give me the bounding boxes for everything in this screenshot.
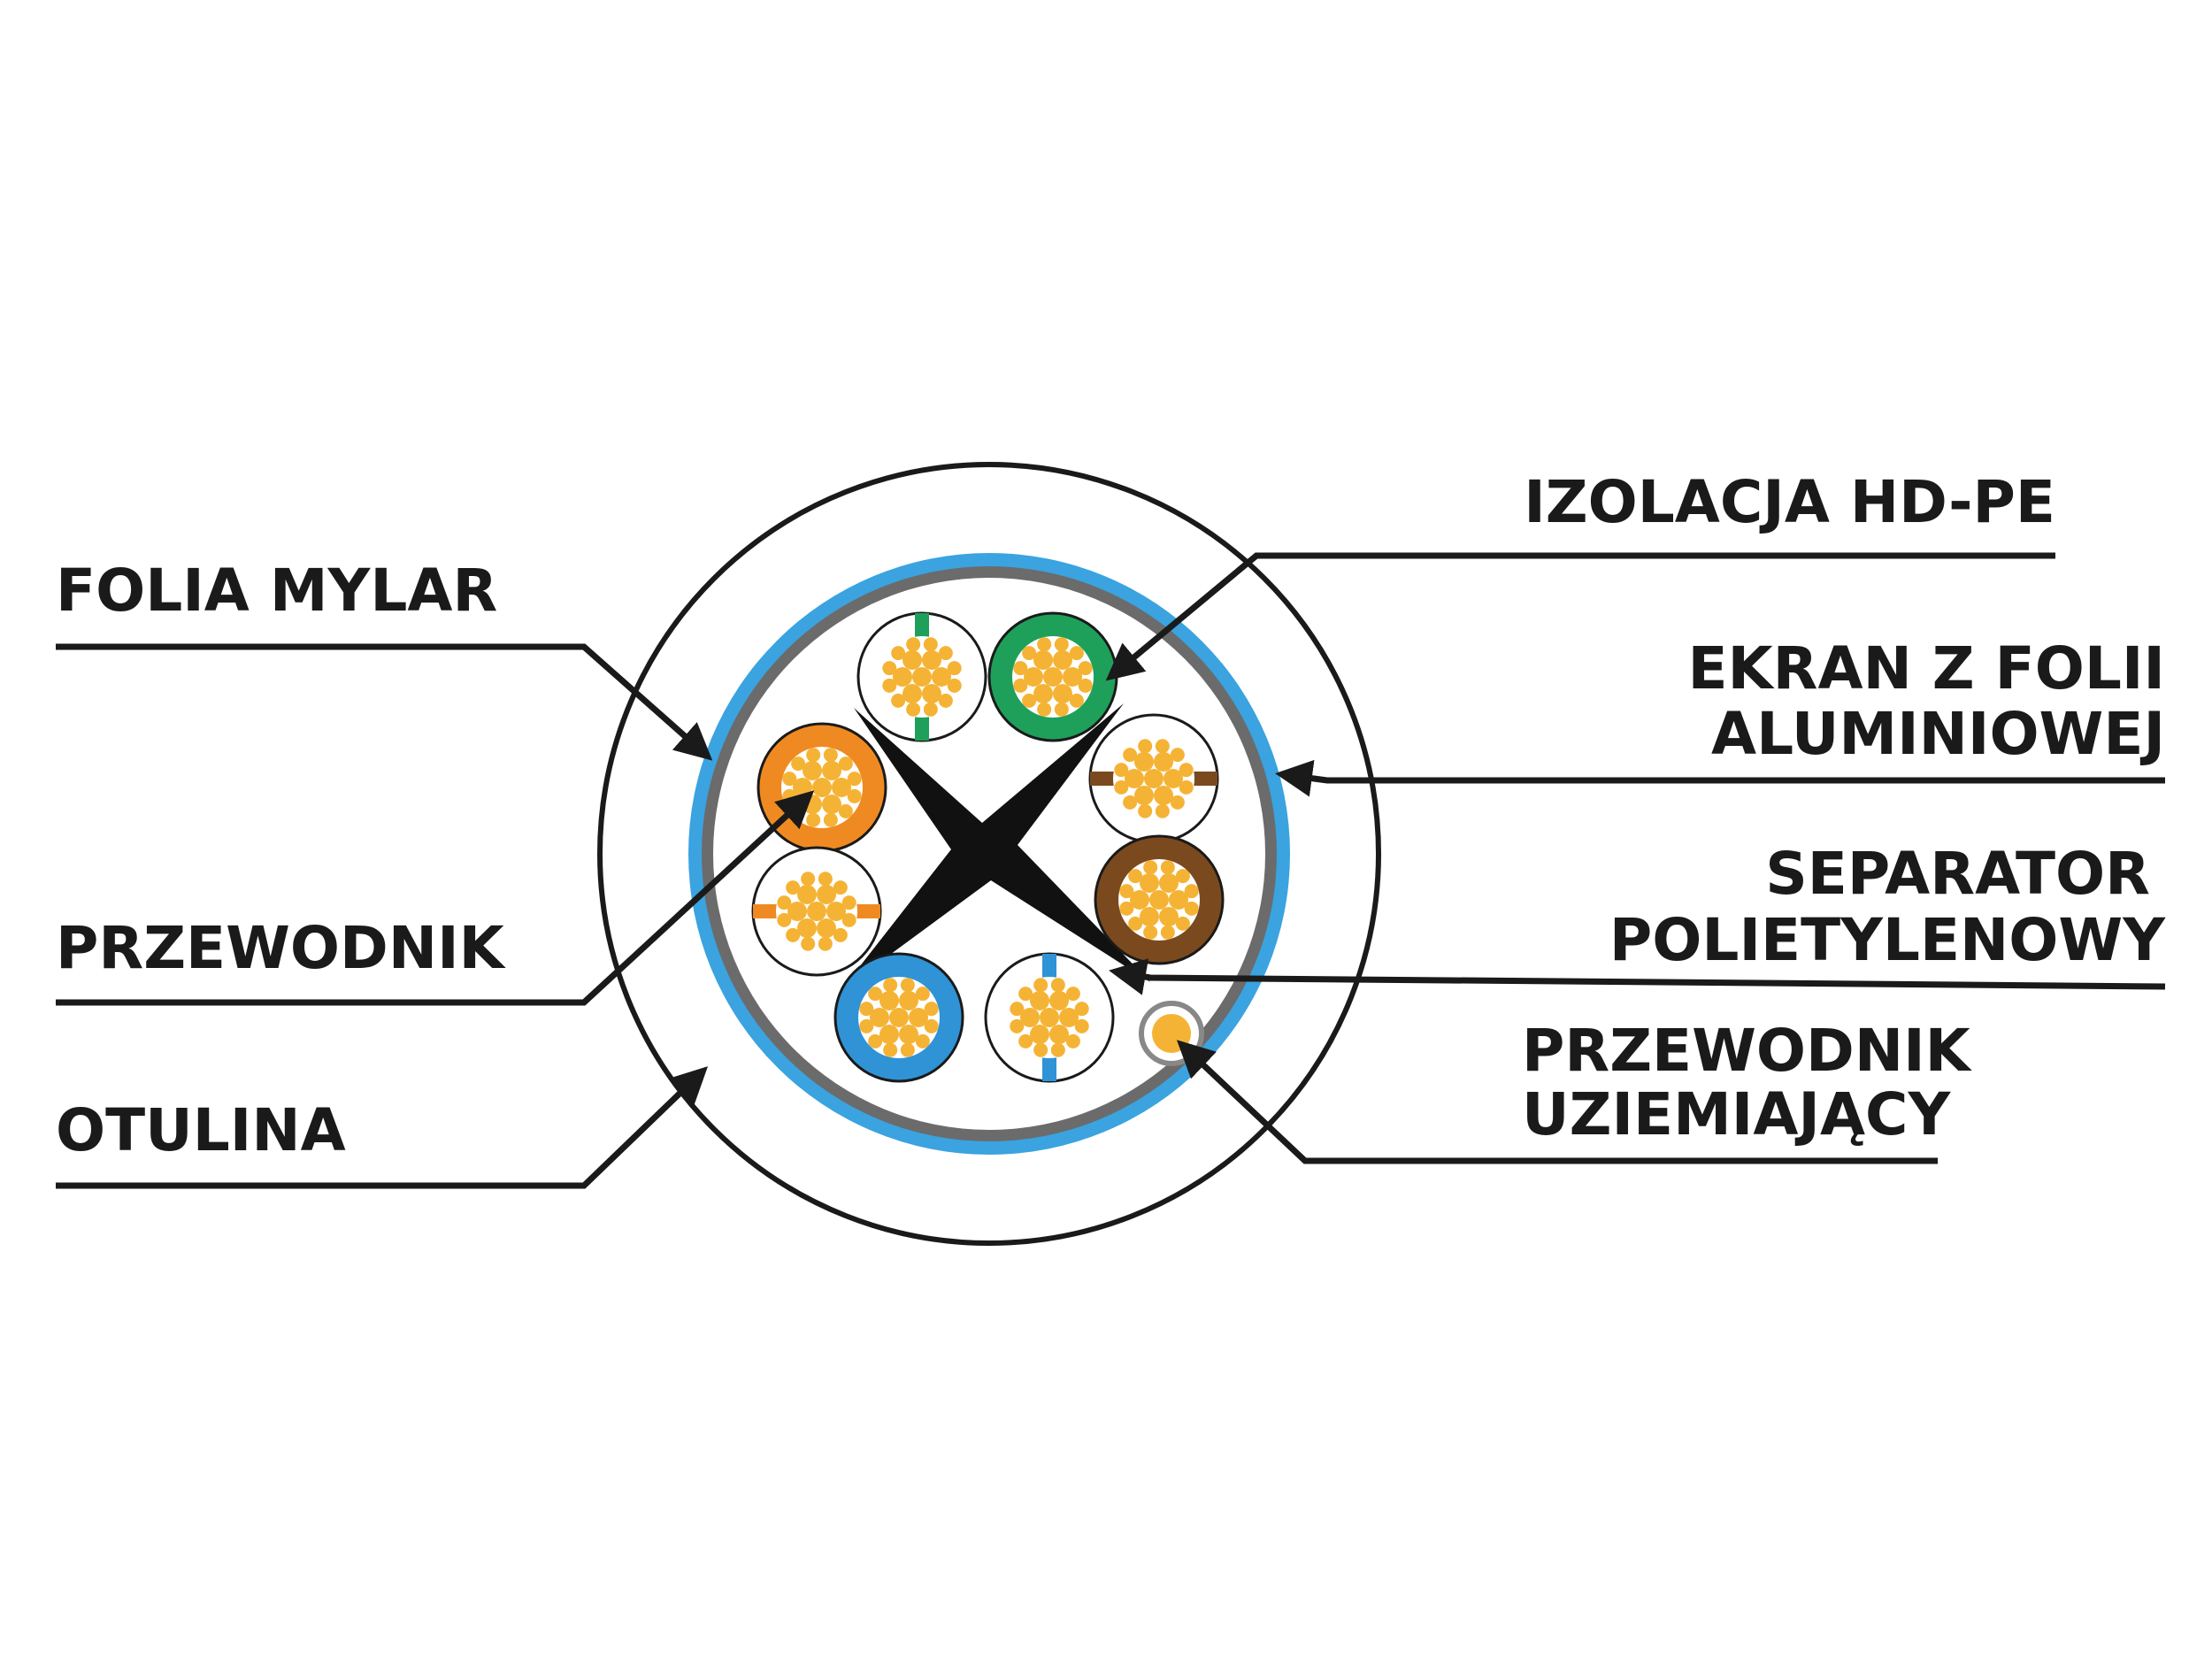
leader-lines xyxy=(56,552,2166,1189)
wire-blue xyxy=(833,952,964,1083)
wire-brown xyxy=(1094,834,1225,965)
label-uziemiajacy-line1: PRZEWODNIK xyxy=(1522,1017,1973,1085)
wire-brown-white xyxy=(1088,713,1219,844)
leader-ekran xyxy=(1275,759,2165,797)
copper-strands xyxy=(1114,739,1194,818)
copper-strands xyxy=(1010,978,1089,1057)
copper-strands xyxy=(1013,637,1093,717)
label-ekran-line2: ALUMINIOWEJ xyxy=(1711,700,2165,768)
label-otulina: OTULINA xyxy=(56,1096,346,1164)
label-izolacja: IZOLACJA HD-PE xyxy=(1524,468,2055,536)
label-folia-mylar: FOLIA MYLAR xyxy=(56,557,497,625)
cable xyxy=(597,462,1381,1246)
cross-separator xyxy=(841,703,1150,991)
label-ekran-line1: EKRAN Z FOLII xyxy=(1687,634,2165,703)
wire-green-white xyxy=(856,611,987,742)
label-separator-line2: POLIETYLENOWY xyxy=(1609,906,2166,974)
copper-strands xyxy=(1119,860,1199,940)
wire-green xyxy=(987,611,1118,742)
leader-izolacja xyxy=(1105,552,2055,681)
leader-folia-mylar xyxy=(56,643,713,761)
wire-orange-white xyxy=(751,846,882,977)
wire-blue-white xyxy=(984,952,1115,1083)
label-uziemiajacy-line2: UZIEMIAJĄCY xyxy=(1522,1080,1951,1148)
label-separator-line1: SEPARATOR xyxy=(1765,840,2150,908)
copper-strands xyxy=(777,872,856,951)
leader-otulina xyxy=(56,1066,709,1189)
copper-strands xyxy=(859,978,939,1057)
copper-strands xyxy=(882,637,962,717)
wire-orange xyxy=(757,722,887,853)
leader-przewodnik xyxy=(56,790,815,1006)
leader-separator xyxy=(1109,958,2166,995)
twisted-pair-wires xyxy=(751,611,1225,1083)
leader-uziemiajacy xyxy=(1176,1040,1938,1164)
labels: FOLIA MYLAR PRZEWODNIK OTULINA IZOLACJA … xyxy=(56,468,2166,1164)
label-przewodnik: PRZEWODNIK xyxy=(56,914,507,982)
